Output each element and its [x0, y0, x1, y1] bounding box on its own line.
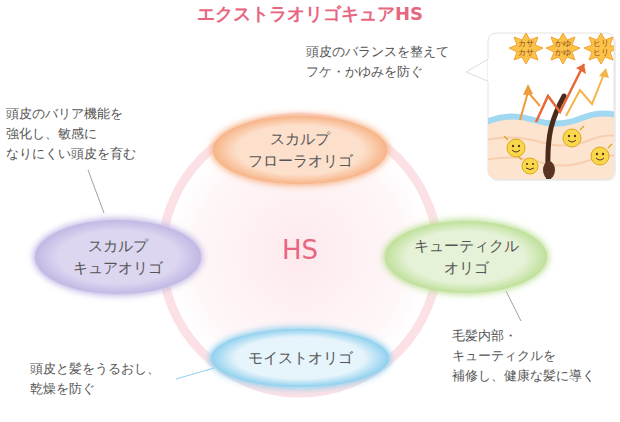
callout-text: 毛髪内部・ キューティクルを 補修し、健康な髪に導く [452, 326, 595, 386]
ellipse-fill [211, 329, 389, 387]
star-label: カサ カサ [518, 39, 534, 57]
text-line: かゆ [555, 48, 571, 57]
ellipse-node: モイストオリゴ [207, 325, 393, 391]
text-line: 頭皮と髪をうるおし、 [30, 359, 160, 379]
text-line: 毛髪内部・ [452, 326, 595, 346]
callout-text: 頭皮のバリア機能を 強化し、敏感に なりにくい頭皮を育む [6, 104, 136, 164]
ellipse-fill [213, 116, 387, 184]
text-line: 頭皮のバランスを整えて [306, 42, 449, 62]
text-line: ヒリ [593, 48, 609, 57]
text-line: フローラオリゴ [248, 150, 353, 172]
diagram-title: エクストラオリゴキュアHS [0, 2, 620, 26]
star-label: かゆ かゆ [555, 39, 571, 57]
text-line: モイストオリゴ [248, 347, 353, 369]
text-line: キューティクルを [452, 346, 595, 366]
ellipse-fill [35, 220, 201, 294]
text-line: 強化し、敏感に [6, 124, 136, 144]
text-line: スカルプ [73, 235, 163, 257]
text-line: オリゴ [414, 257, 519, 279]
ellipse-node: スカルプ キュアオリゴ [31, 216, 205, 298]
ellipse-glow [383, 219, 549, 295]
center-label: HS [282, 235, 318, 265]
text-line: 乾燥を防ぐ [30, 379, 160, 399]
text-line: カサ [518, 39, 534, 48]
text-line: スカルプ [248, 128, 353, 150]
text-line: キュアオリゴ [73, 257, 163, 279]
text-line: 頭皮のバリア機能を [6, 104, 136, 124]
node-label: スカルプ キュアオリゴ [73, 235, 163, 279]
ellipse-glow [33, 218, 203, 296]
ellipse-node: スカルプ フローラオリゴ [209, 112, 391, 188]
scalp-illustration [466, 33, 620, 185]
ellipse-shape [381, 217, 551, 297]
node-text: キューティクル オリゴ [414, 235, 519, 279]
ellipse-glow [209, 327, 391, 389]
leader-line [506, 291, 521, 321]
callout-text: 頭皮と髪をうるおし、 乾燥を防ぐ [30, 359, 160, 399]
text-line: フケ・かゆみを防ぐ [306, 62, 449, 82]
text-line: ヒリ [593, 39, 609, 48]
node-text: スカルプ キュアオリゴ [73, 235, 163, 279]
text-line: キューティクル [414, 235, 519, 257]
node-text: モイストオリゴ [248, 347, 353, 369]
star-label: ヒリ ヒリ [593, 39, 609, 57]
text-line: かゆ [555, 39, 571, 48]
text-line: カサ [518, 48, 534, 57]
text-line: エクストラオリゴキュアHS [0, 2, 620, 26]
text-line: 補修し、健康な髪に導く [452, 366, 595, 386]
node-label: キューティクル オリゴ [414, 235, 519, 279]
text-line: なりにくい頭皮を育む [6, 144, 136, 164]
leader-line [88, 170, 104, 213]
ellipse-glow [211, 114, 389, 186]
node-label: モイストオリゴ [248, 347, 353, 369]
ellipse-shape [31, 216, 205, 298]
ellipse-shape [209, 112, 391, 188]
callout-text: 頭皮のバランスを整えて フケ・かゆみを防ぐ [306, 42, 449, 82]
node-text: スカルプ フローラオリゴ [248, 128, 353, 172]
ellipse-fill [385, 221, 547, 293]
ellipse-node: キューティクル オリゴ [381, 217, 551, 297]
node-label: スカルプ フローラオリゴ [248, 128, 353, 172]
text-line: HS [282, 235, 318, 265]
leader-line [176, 368, 214, 379]
